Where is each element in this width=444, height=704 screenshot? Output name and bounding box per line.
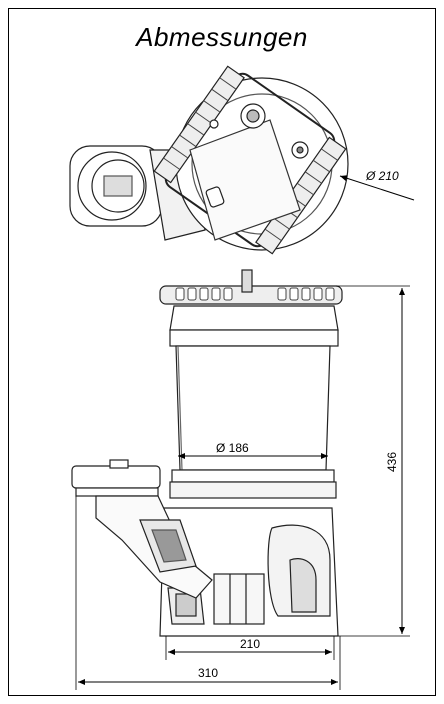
overall-width-label: 310 <box>198 666 218 680</box>
base-width-label: 210 <box>240 637 260 651</box>
outlet-flange <box>71 465 161 489</box>
body-diameter-label: Ø 186 <box>216 441 249 455</box>
height-label: 436 <box>385 452 399 472</box>
top-diameter-label: Ø 210 <box>365 169 399 183</box>
motor-cap <box>169 305 339 331</box>
motor-cylinder <box>175 345 331 471</box>
side-view <box>71 269 343 637</box>
page-title: Abmessungen <box>136 22 308 52</box>
cable-entry-side <box>241 269 253 293</box>
top-diameter-line <box>339 175 415 201</box>
motor-cap-ring <box>169 329 339 347</box>
seal-ring-2 <box>169 481 337 499</box>
inlet-window <box>213 573 265 625</box>
seal-ring-1 <box>171 469 335 483</box>
top-view <box>69 65 349 255</box>
